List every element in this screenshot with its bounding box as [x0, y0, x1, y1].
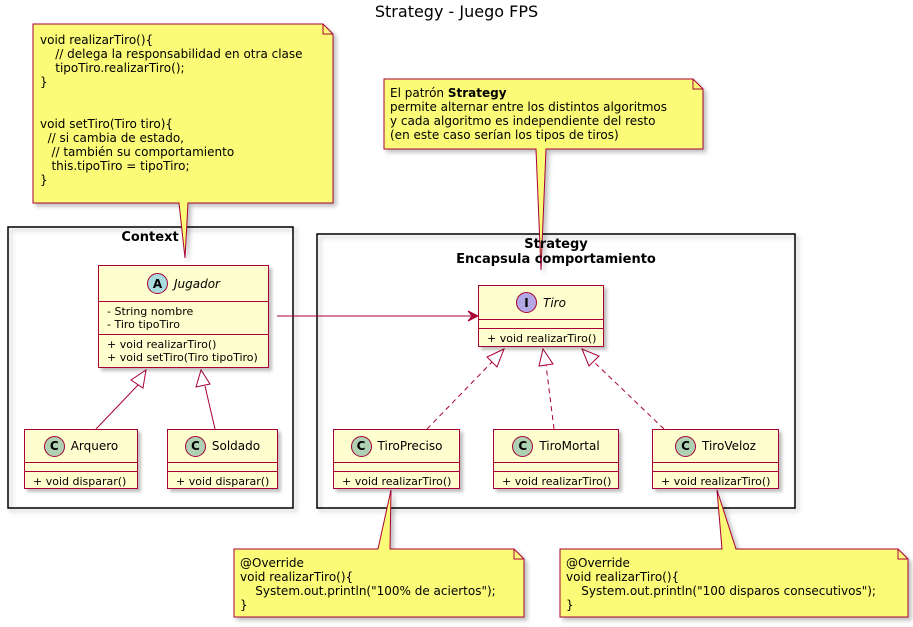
- note-bottom-left: @Override void realizarTiro(){ System.ou…: [240, 556, 496, 612]
- package-context-title: Context: [121, 230, 179, 245]
- package-context: [7, 226, 294, 509]
- method-row: + void setTiro(Tiro tipoTiro): [107, 351, 258, 364]
- diagram-title: Strategy - Juego FPS: [374, 2, 539, 21]
- class-tiropreciso[interactable]: C TiroPreciso + void realizarTiro(): [333, 429, 460, 489]
- method-row: + void disparar(): [176, 475, 270, 488]
- interface-tiro[interactable]: I Tiro + void realizarTiro(): [478, 285, 604, 347]
- class-arquero[interactable]: C Arquero + void disparar(): [24, 429, 138, 489]
- note-strategy-rest: permite alternar entre los distintos alg…: [390, 100, 668, 142]
- note-strategy-bold: Strategy: [447, 86, 507, 100]
- method-row: + void realizarTiro(): [487, 332, 597, 345]
- note-strategy: El patrón Strategy permite alternar entr…: [390, 86, 667, 142]
- package-strategy-title-line1: Strategy: [524, 237, 588, 252]
- realization-tiromortal: [545, 364, 555, 430]
- method-row: + void disparar(): [33, 475, 127, 488]
- class-name: Jugador: [173, 276, 220, 291]
- class-icon: C: [184, 435, 206, 457]
- class-name: Arquero: [70, 439, 119, 453]
- note-bottom-right: @Override void realizarTiro(){ System.ou…: [566, 556, 876, 612]
- class-name: TiroVeloz: [702, 439, 756, 453]
- class-icon: C: [43, 435, 65, 457]
- class-tiroveloz[interactable]: C TiroVeloz + void realizarTiro(): [652, 429, 779, 489]
- class-icon: C: [675, 435, 697, 457]
- package-strategy: [316, 233, 796, 509]
- class-name: TiroMortal: [539, 439, 600, 453]
- class-icon: C: [512, 435, 534, 457]
- inheritance-soldado: [204, 385, 216, 430]
- method-row: + void realizarTiro(): [502, 475, 612, 488]
- note-strategy-shape: [383, 78, 704, 271]
- class-tiromortal[interactable]: C TiroMortal + void realizarTiro(): [493, 429, 619, 489]
- inheritance-arquero: [95, 384, 139, 430]
- class-jugador[interactable]: A Jugador - String nombre - Tiro tipoTir…: [98, 265, 269, 368]
- note-top-left-shape: [32, 23, 334, 259]
- method-row: + void realizarTiro(): [342, 475, 452, 488]
- class-icon: C: [350, 435, 372, 457]
- class-soldado[interactable]: C Soldado + void disparar(): [167, 429, 278, 489]
- note-strategy-prefix: El patrón: [390, 86, 448, 100]
- realization-tiroveloz: [593, 361, 665, 430]
- realization-tiropreciso: [426, 361, 493, 430]
- field-row: - String nombre: [107, 305, 194, 318]
- field-row: - Tiro tipoTiro: [107, 318, 180, 331]
- note-top-left: void realizarTiro(){ // delega la respon…: [40, 33, 303, 187]
- class-name: TiroPreciso: [377, 439, 443, 453]
- class-name: Tiro: [543, 295, 566, 310]
- package-strategy-title-line2: Encapsula comportamiento: [456, 252, 656, 267]
- method-row: + void realizarTiro(): [107, 338, 217, 351]
- class-name: Soldado: [211, 439, 261, 453]
- abstract-class-icon: A: [146, 273, 168, 294]
- method-row: + void realizarTiro(): [661, 475, 771, 488]
- interface-icon: I: [516, 292, 538, 313]
- package-strategy-title: Strategy Encapsula comportamiento: [420, 237, 692, 267]
